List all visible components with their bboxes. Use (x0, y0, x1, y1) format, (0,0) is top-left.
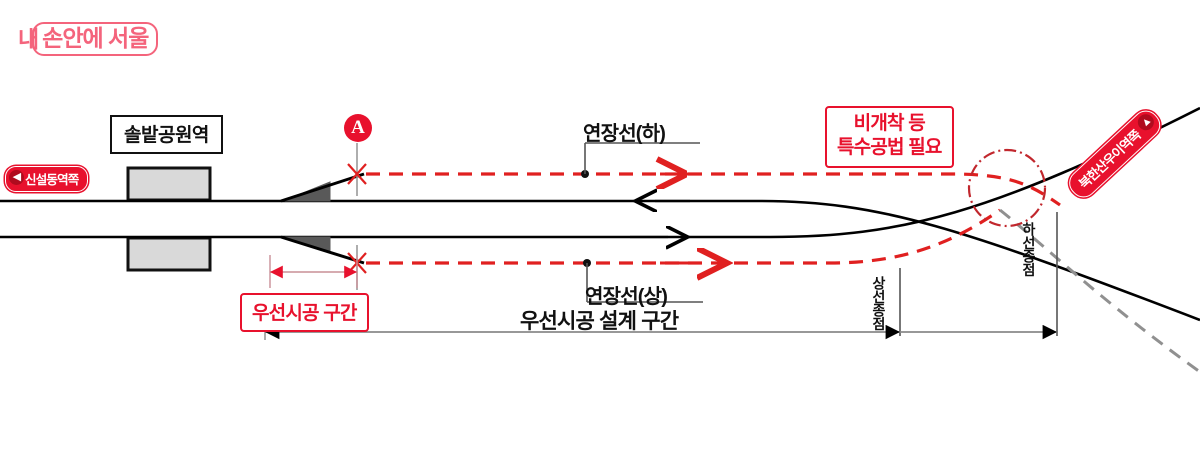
callout-special-method: 비개착 등 특수공법 필요 (825, 106, 954, 168)
crossing-highlight-circle (967, 148, 1047, 228)
label-terminus-up: 상선종점 (871, 276, 887, 330)
left-arrow-icon: ◀ (9, 169, 24, 185)
badge-direction-sinseoldong: ◀ 신설동역쪽 (5, 166, 88, 192)
site-logo: 내 손안에 서울 (18, 22, 159, 56)
marker-a-point: A (344, 114, 372, 142)
label-extension-up: 연장선(상) (585, 286, 668, 308)
label-extension-down: 연장선(하) (583, 123, 666, 145)
turnout-leg-lower (280, 235, 365, 265)
break-mark-upper (347, 163, 367, 185)
logo-boxed-text: 손안에 서울 (32, 22, 159, 56)
badge-left-label: 신설동역쪽 (25, 173, 79, 187)
turnout-leg-upper (280, 172, 365, 203)
track-upper-main (0, 199, 1200, 322)
extension-line-up (366, 208, 1001, 265)
leader-extension-down (581, 142, 700, 178)
logo-first-word: 내 (18, 25, 39, 52)
callout-priority-range: 우선시공 구간 (240, 293, 369, 332)
label-design-range: 우선시공 설계 구간 (520, 310, 679, 333)
station-name-box: 솔밭공원역 (110, 115, 223, 154)
future-alignment-dashed (999, 208, 1200, 374)
leader-extension-up (583, 259, 703, 303)
platform-upper (126, 166, 212, 202)
extension-line-down (366, 172, 1061, 207)
up-right-arrow-icon: ▲ (1134, 110, 1158, 134)
platform-lower (126, 236, 212, 272)
label-terminus-down: 하선종점 (1021, 222, 1037, 276)
callout-special-method-line1: 비개착 등 (853, 113, 926, 134)
dimension-priority-range (269, 255, 358, 288)
callout-special-method-line2: 특수공법 필요 (837, 136, 942, 158)
